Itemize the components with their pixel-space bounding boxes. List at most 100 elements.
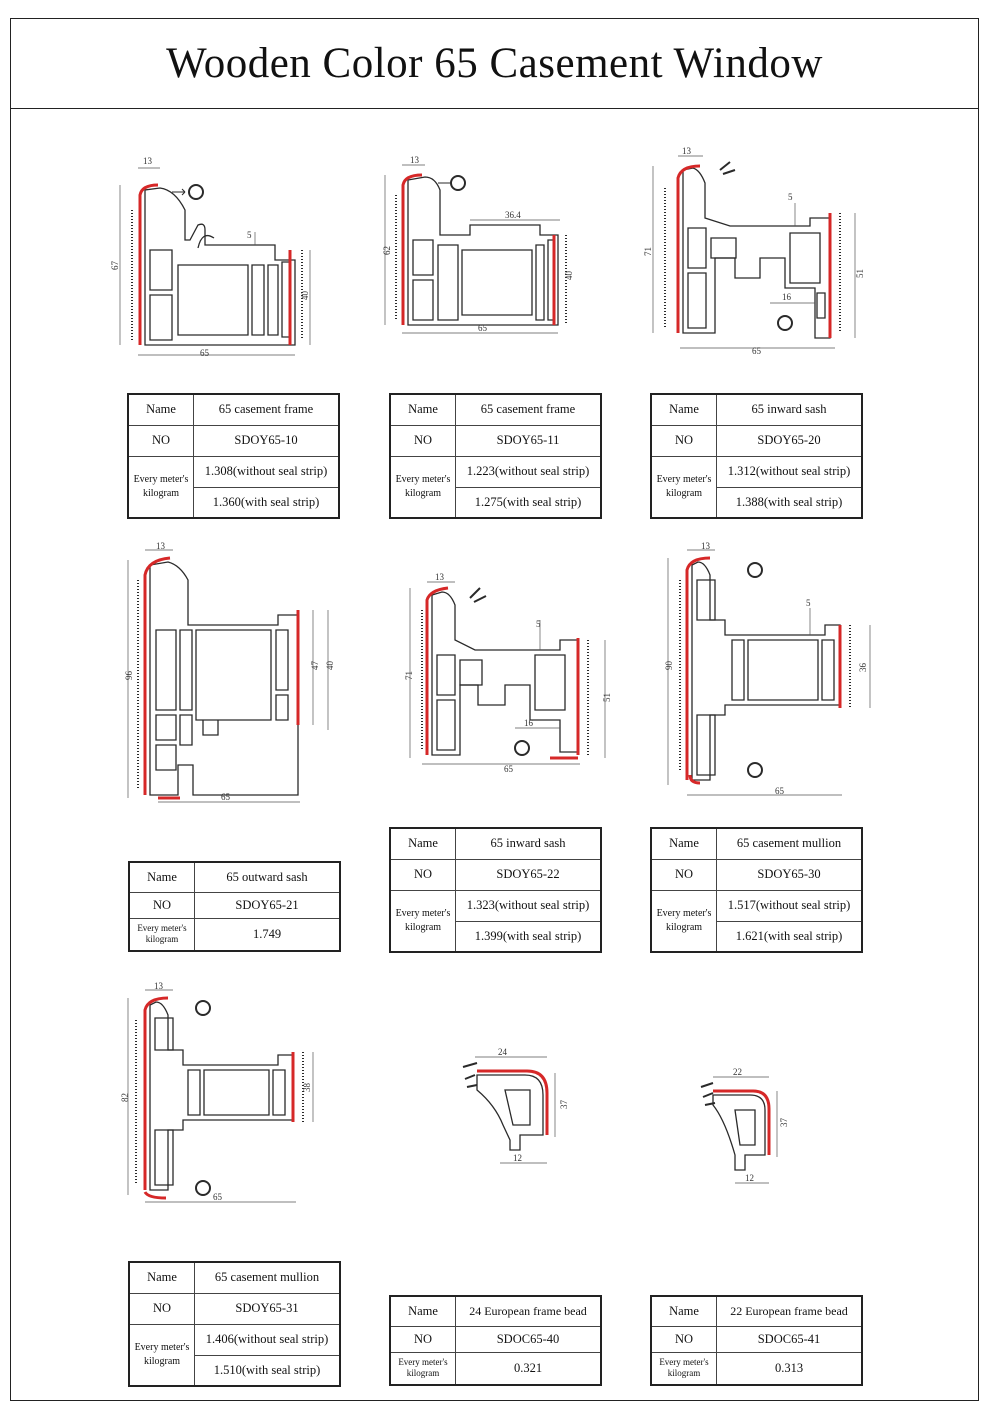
no-label: NO — [650, 424, 717, 457]
weight-with-seal: 1.510(with seal strip) — [194, 1354, 341, 1387]
weight-label: Every meter's kilogram — [127, 455, 194, 519]
profile-name: 65 casement mullion — [194, 1261, 341, 1294]
profile-no: SDOY65-11 — [455, 424, 602, 457]
profile-name: 65 inward sash — [716, 393, 863, 426]
profile-no: SDOY65-20 — [716, 424, 863, 457]
weight-without-seal: 1.517(without seal strip) — [716, 889, 863, 922]
dim-label: 96 — [124, 671, 134, 681]
weight-label: Every meter's kilogram — [650, 455, 717, 519]
no-label: NO — [389, 1325, 456, 1353]
dim-label: 65 — [752, 346, 762, 356]
profile-no: SDOY65-30 — [716, 858, 863, 891]
no-label: NO — [389, 424, 456, 457]
dim-label: 16 — [524, 718, 534, 728]
dim-label: 13 — [156, 541, 166, 551]
weight-label: Every meter's kilogram — [389, 455, 456, 519]
weight-label: Every meter's kilogram — [650, 889, 717, 953]
name-label: Name — [650, 827, 717, 860]
name-label: Name — [650, 1295, 717, 1327]
weight-with-seal: 1.388(with seal strip) — [716, 486, 863, 519]
profile-name: 65 inward sash — [455, 827, 602, 860]
dim-label: 40 — [564, 271, 574, 281]
weight-without-seal: 1.312(without seal strip) — [716, 455, 863, 488]
dim-label: 13 — [435, 572, 445, 582]
dim-label: 65 — [775, 786, 785, 796]
dim-label: 67 — [110, 261, 120, 271]
dim-label: 5 — [806, 598, 811, 608]
dim-label: 36 — [858, 663, 868, 673]
dim-label: 22 — [733, 1067, 742, 1077]
profile-drawing-sdoy65-21: 13 96 47 40 65 — [124, 541, 335, 805]
weight-with-seal: 1.360(with seal strip) — [193, 486, 340, 519]
weight-label: Every meter's kilogram — [650, 1351, 717, 1386]
page-frame — [10, 18, 979, 1401]
weight-without-seal: 1.406(without seal strip) — [194, 1323, 341, 1356]
profile-drawing-sdoy65-11: 13 62 36.4 40 65 — [382, 155, 574, 340]
dim-label: 13 — [154, 981, 164, 991]
dim-label: 65 — [504, 764, 514, 774]
weight-with-seal: 1.399(with seal strip) — [455, 920, 602, 953]
dim-label: 51 — [602, 693, 612, 702]
dim-label: 51 — [855, 269, 865, 278]
weight-value: 1.749 — [194, 917, 341, 952]
dim-label: 62 — [382, 246, 392, 255]
profile-drawing-sdoy65-10: 13 67 5 40 65 — [110, 156, 320, 358]
dim-label: 13 — [682, 146, 692, 156]
profile-name: 65 casement frame — [193, 393, 340, 426]
weight-label: Every meter's kilogram — [389, 889, 456, 953]
name-label: Name — [389, 393, 456, 426]
name-label: Name — [389, 827, 456, 860]
dim-label: 37 — [779, 1118, 789, 1128]
dim-label: 5 — [536, 619, 541, 629]
dim-label: 40 — [300, 291, 310, 301]
profile-name: 24 European frame bead — [455, 1295, 602, 1327]
dim-label: 71 — [404, 671, 414, 680]
dim-label: 65 — [200, 348, 210, 358]
dim-label: 38 — [302, 1083, 312, 1093]
dim-label: 12 — [513, 1153, 522, 1163]
dim-label: 65 — [213, 1192, 223, 1202]
dim-label: 37 — [559, 1100, 569, 1110]
profile-no: SDOY65-21 — [194, 891, 341, 919]
no-label: NO — [128, 1292, 195, 1325]
dim-label: 13 — [143, 156, 153, 166]
profile-no: SDOY65-31 — [194, 1292, 341, 1325]
name-label: Name — [128, 861, 195, 893]
dim-label: 40 — [325, 661, 335, 671]
dim-label: 13 — [410, 155, 420, 165]
name-label: Name — [127, 393, 194, 426]
name-label: Name — [389, 1295, 456, 1327]
dim-label: 71 — [643, 247, 653, 256]
no-label: NO — [650, 1325, 717, 1353]
name-label: Name — [128, 1261, 195, 1294]
profile-drawing-sdoc65-40: 24 37 12 — [455, 1047, 569, 1170]
profile-drawing-sdoy65-22: 13 5 71 51 16 65 — [404, 572, 612, 774]
dim-label: 5 — [788, 192, 793, 202]
dim-label: 5 — [247, 230, 252, 240]
profile-drawing-sdoy65-20: 13 5 71 51 16 65 — [643, 146, 865, 356]
weight-value: 0.321 — [455, 1351, 602, 1386]
profile-no: SDOC65-41 — [716, 1325, 863, 1353]
dim-label: 24 — [498, 1047, 508, 1057]
no-label: NO — [128, 891, 195, 919]
weight-label: Every meter's kilogram — [389, 1351, 456, 1386]
name-label: Name — [650, 393, 717, 426]
title-box: Wooden Color 65 Casement Window — [10, 18, 979, 109]
profile-name: 65 outward sash — [194, 861, 341, 893]
dim-label: 90 — [664, 661, 674, 671]
no-label: NO — [389, 858, 456, 891]
profile-drawing-sdoc65-41: 22 37 12 — [695, 1067, 789, 1190]
dim-label: 65 — [478, 323, 488, 333]
profile-drawing-sdoy65-31: 13 82 38 65 — [120, 981, 328, 1210]
dim-label: 16 — [782, 292, 792, 302]
weight-value: 0.313 — [716, 1351, 863, 1386]
dim-label: 82 — [120, 1093, 130, 1102]
weight-label: Every meter's kilogram — [128, 917, 195, 952]
profile-name: 65 casement mullion — [716, 827, 863, 860]
weight-without-seal: 1.223(without seal strip) — [455, 455, 602, 488]
